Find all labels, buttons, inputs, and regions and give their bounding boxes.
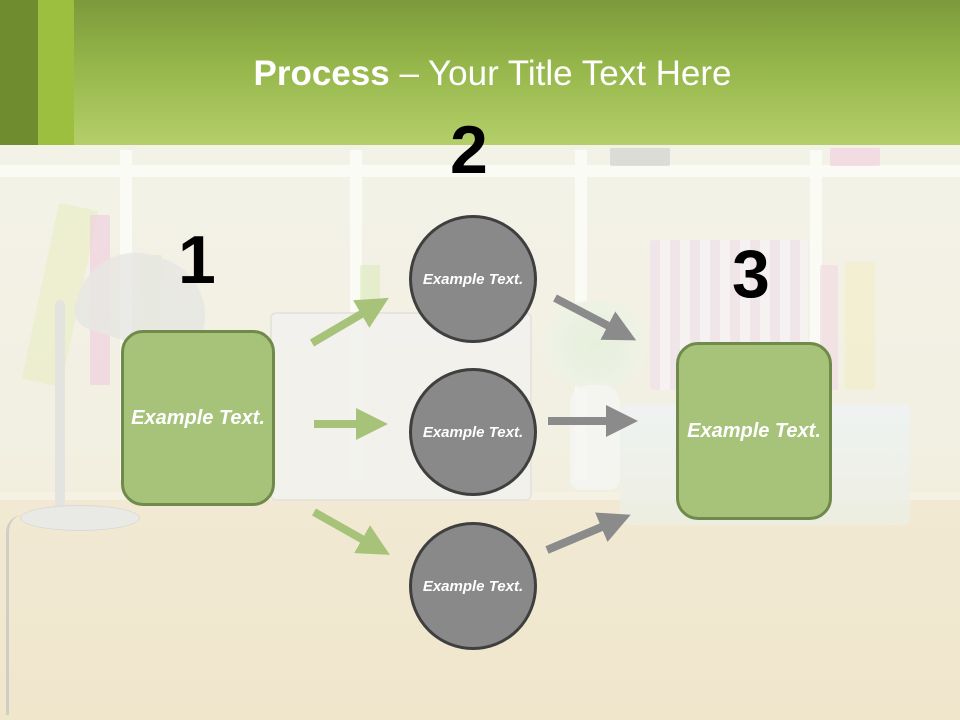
header-accent-stripe — [0, 0, 38, 145]
step-number-3: 3 — [732, 236, 770, 312]
book — [610, 148, 670, 166]
step-box-3[interactable]: Example Text. — [676, 342, 832, 520]
step-number-2: 2 — [450, 112, 488, 188]
arrow-to-circle-3 — [312, 508, 390, 555]
header-accent-stripe — [38, 0, 74, 145]
step-circle-2-text: Example Text. — [422, 423, 524, 441]
arrow-from-circle-3 — [545, 512, 631, 554]
book — [830, 148, 880, 166]
step-circle-1[interactable]: Example Text. — [409, 215, 537, 343]
lamp-arm — [55, 300, 65, 510]
step-box-1[interactable]: Example Text. — [121, 330, 275, 506]
book — [845, 262, 875, 390]
title-bold: Process — [253, 54, 390, 93]
slide-title: Process – Your Title Text Here — [0, 52, 960, 96]
arrow-to-circle-1 — [309, 297, 389, 347]
step-circle-3-text: Example Text. — [422, 577, 524, 595]
step-box-1-text: Example Text. — [131, 406, 265, 429]
step-circle-3[interactable]: Example Text. — [409, 522, 537, 650]
step-circle-1-text: Example Text. — [422, 270, 524, 288]
step-box-3-text: Example Text. — [687, 419, 821, 442]
lamp-cable — [6, 515, 23, 715]
vase — [570, 385, 620, 490]
header-band: Process – Your Title Text Here — [0, 0, 960, 145]
step-circle-2[interactable]: Example Text. — [409, 368, 537, 496]
step-number-1: 1 — [178, 222, 216, 298]
title-rest: – Your Title Text Here — [389, 54, 732, 93]
arrow-from-circle-1 — [553, 294, 637, 341]
lamp-base — [20, 505, 140, 531]
shelf-board — [0, 165, 960, 177]
